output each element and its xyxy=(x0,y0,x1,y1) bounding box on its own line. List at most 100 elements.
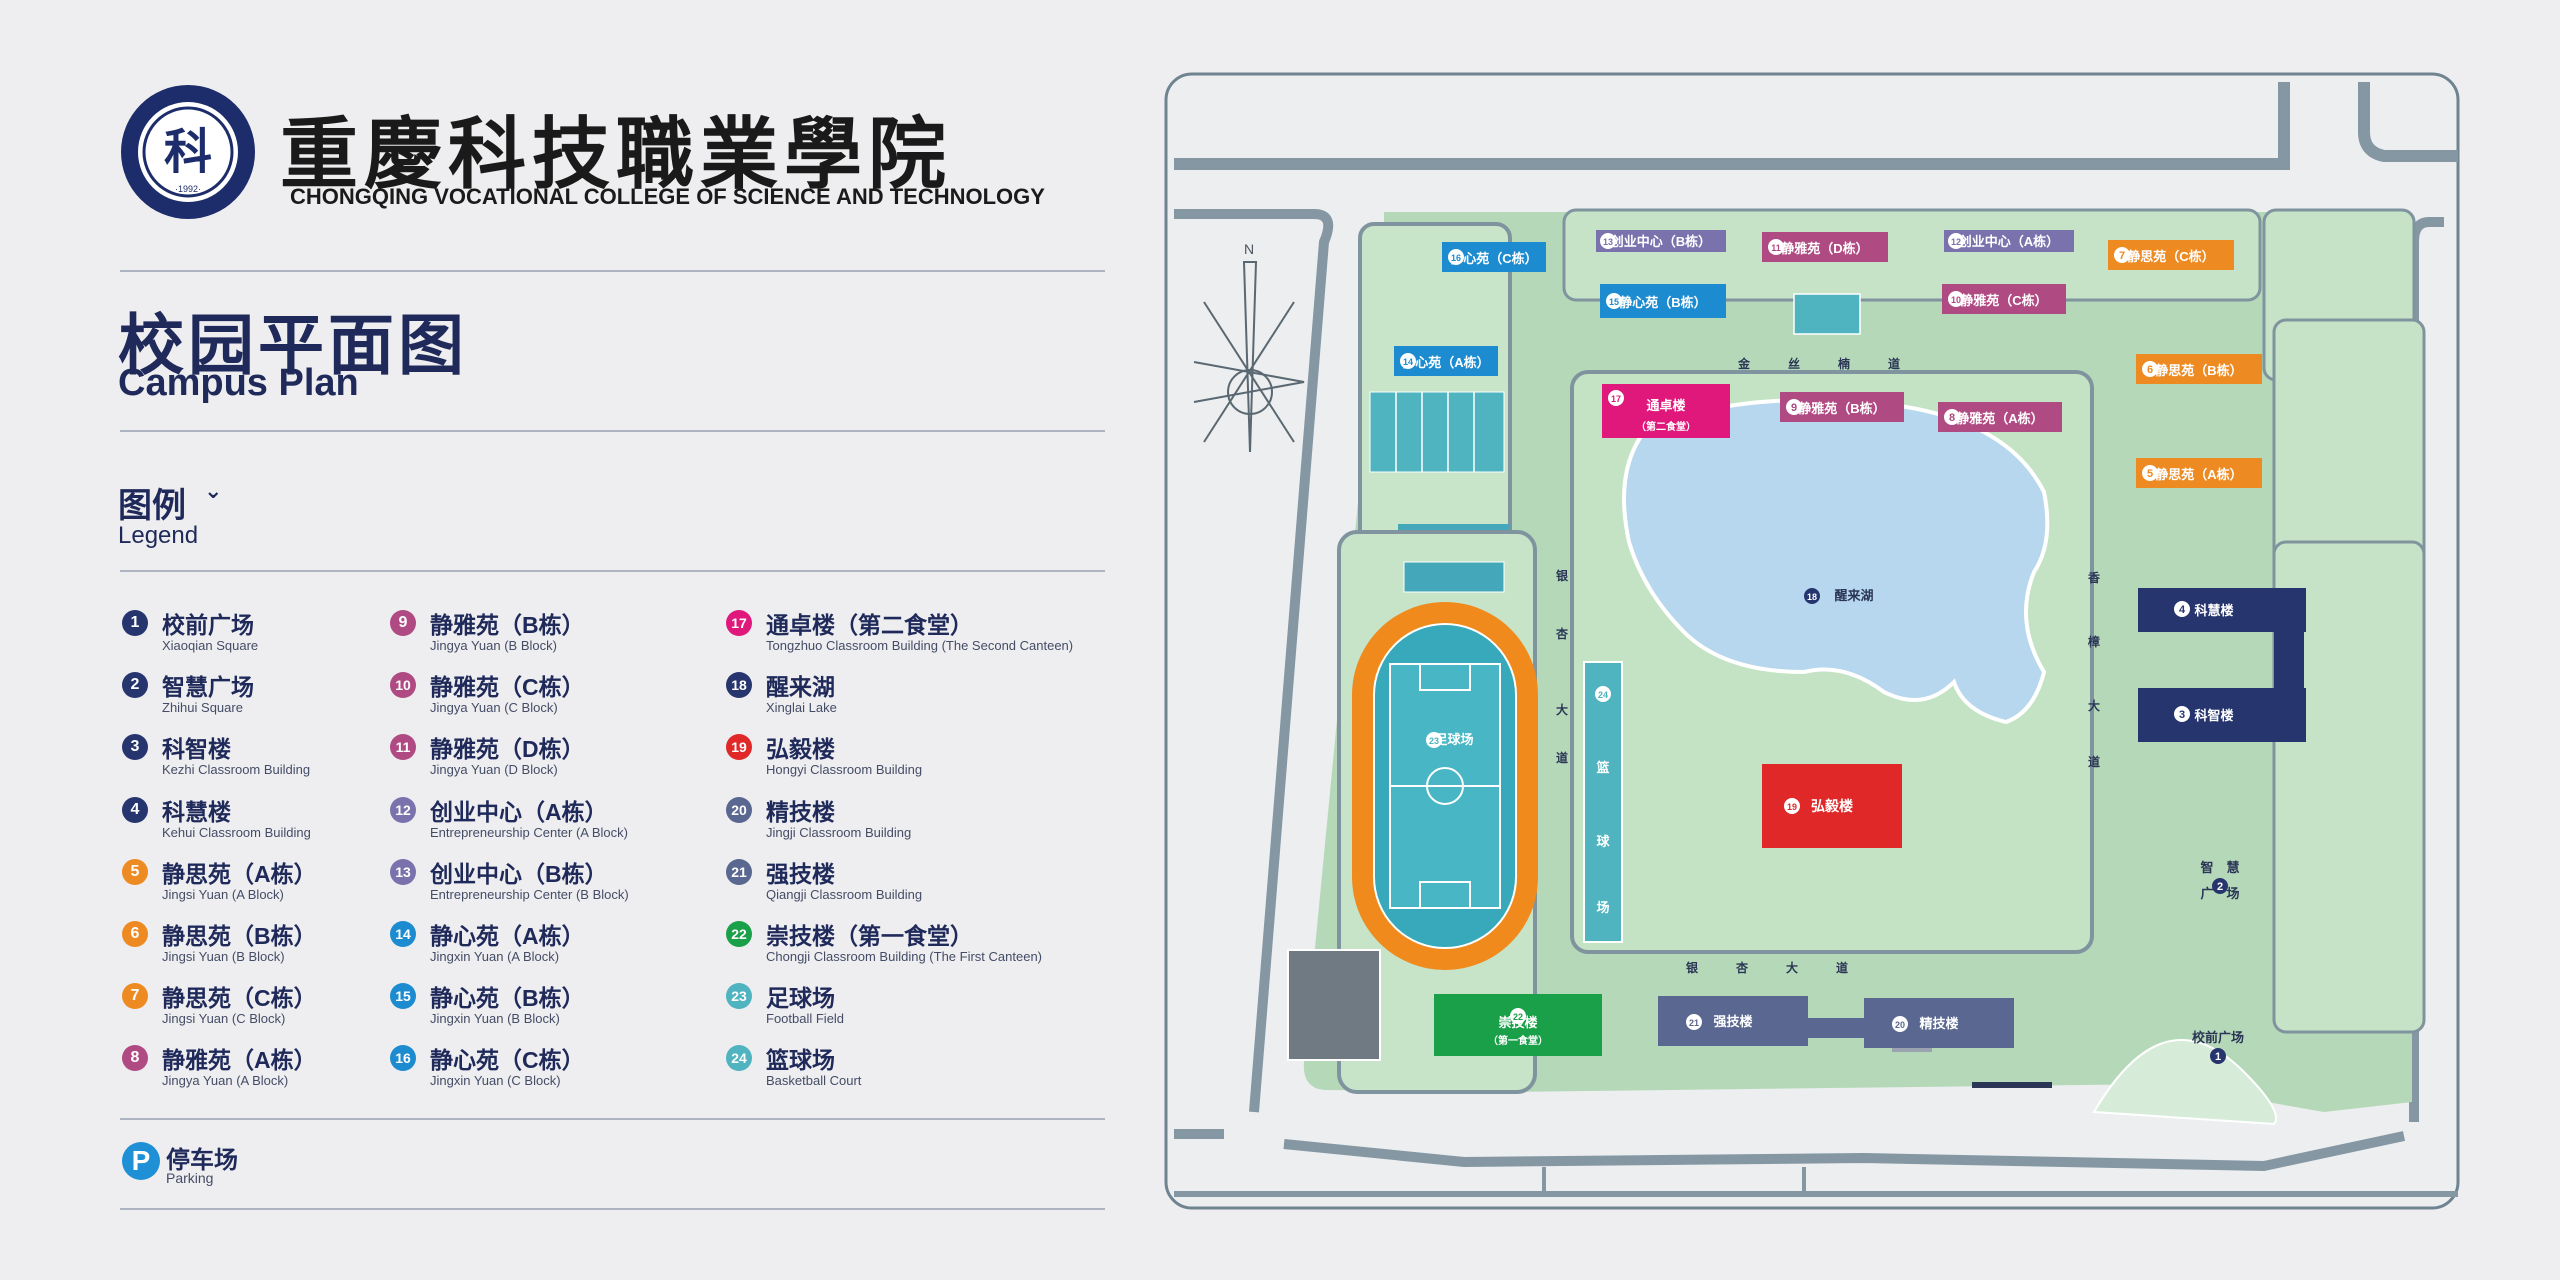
legend-label-en: Basketball Court xyxy=(766,1073,862,1088)
road-xiangzhang-1: 香 xyxy=(2087,570,2100,585)
legend-label-en: Zhihui Square xyxy=(162,700,243,715)
building-17-label: 通卓楼 xyxy=(1646,398,1685,413)
legend-label-cn: 静心苑（B栋） xyxy=(430,985,585,1011)
building-2-label-2: 慧 xyxy=(2226,860,2239,875)
map-marker-number-6: 6 xyxy=(2147,364,2153,376)
building-24-label-3: 场 xyxy=(1596,900,1609,915)
building-5-label: 静思苑（A栋） xyxy=(2155,467,2242,482)
map-marker-18 xyxy=(1804,588,1820,604)
map-marker-number-1: 1 xyxy=(2215,1051,2221,1063)
building-17-sublabel: （第二食堂） xyxy=(1636,420,1696,433)
legend-label-cn: 精技楼 xyxy=(766,799,835,825)
legend-number-badge: 13 xyxy=(390,859,416,885)
map-marker-8 xyxy=(1944,409,1960,425)
legend-number-badge: 11 xyxy=(390,734,416,760)
map-marker-23 xyxy=(1426,732,1442,748)
legend-label-cn: 醒来湖 xyxy=(766,674,835,700)
school-logo: 科 ·1992· xyxy=(121,85,255,219)
legend-number-badge: 7 xyxy=(122,983,148,1009)
map-marker-number-11: 11 xyxy=(1771,243,1781,253)
legend-number-badge: 16 xyxy=(390,1045,416,1071)
building-23-label: 足球场 xyxy=(1434,732,1473,747)
building-22-sublabel: （第一食堂） xyxy=(1488,1034,1548,1047)
map-marker-number-8: 8 xyxy=(1949,412,1955,424)
building-1-label: 校前广场 xyxy=(2192,1030,2244,1045)
legend-label-cn: 静心苑（A栋） xyxy=(430,923,585,949)
road-xiangzhang-4: 道 xyxy=(2088,754,2100,769)
legend-title-en: Legend xyxy=(118,522,199,549)
legend-number-badge: 17 xyxy=(726,610,752,636)
map-marker-11 xyxy=(1768,239,1784,255)
legend-number-badge: 10 xyxy=(390,672,416,698)
legend-label-cn: 静雅苑（A栋） xyxy=(162,1047,317,1073)
building-4-label: 科慧楼 xyxy=(2194,603,2233,618)
north-arrow-icon xyxy=(1193,261,1305,453)
legend-number-badge: 9 xyxy=(390,610,416,636)
legend-label-cn: 静雅苑（D栋） xyxy=(430,736,585,762)
parking-icon: P xyxy=(122,1142,160,1180)
legend-label-en: Jingya Yuan (C Block) xyxy=(430,700,558,715)
legend-number-badge: 12 xyxy=(390,797,416,823)
divider xyxy=(120,270,1105,272)
legend-label-en: Jingya Yuan (B Block) xyxy=(430,638,557,653)
legend-number-badge: 14 xyxy=(390,921,416,947)
legend-label-cn: 创业中心（A栋） xyxy=(430,799,608,825)
building-15-label: 静心苑（B栋） xyxy=(1619,295,1706,310)
map-marker-5 xyxy=(2142,465,2158,481)
road-yinxing-west-3: 大 xyxy=(1556,702,1568,717)
legend-number-badge: 5 xyxy=(122,859,148,885)
map-marker-number-9: 9 xyxy=(1791,402,1797,414)
map-marker-16 xyxy=(1448,249,1464,265)
map-marker-number-18: 18 xyxy=(1807,592,1817,602)
map-marker-20 xyxy=(1892,1016,1908,1032)
legend-label-cn: 科智楼 xyxy=(162,736,231,762)
road-xiangzhang-3: 大 xyxy=(2088,698,2100,713)
road-yinxing-4: 道 xyxy=(1836,960,1848,975)
road-yinxing-1: 银 xyxy=(1686,960,1699,975)
legend-label-en: Jingya Yuan (D Block) xyxy=(430,762,558,777)
legend-number-badge: 8 xyxy=(122,1045,148,1071)
building-8-label: 静雅苑（A栋） xyxy=(1956,411,2043,426)
map-marker-9 xyxy=(1786,399,1802,415)
building-13-label: 创业中心（B栋） xyxy=(1610,234,1711,249)
map-marker-19 xyxy=(1784,798,1800,814)
map-marker-number-24: 24 xyxy=(1598,690,1608,700)
map-marker-7 xyxy=(2114,247,2130,263)
building-16-label: 静心苑（C栋） xyxy=(1450,251,1537,266)
map-marker-12 xyxy=(1948,233,1964,249)
legend-number-badge: 6 xyxy=(122,921,148,947)
road-yinxing-west-1: 银 xyxy=(1556,568,1569,583)
legend-label-en: Jingsi Yuan (C Block) xyxy=(162,1011,286,1026)
legend-number-badge: 3 xyxy=(122,734,148,760)
building-24-label-1: 篮 xyxy=(1595,760,1609,775)
legend-label-en: Entrepreneurship Center (B Block) xyxy=(430,887,629,902)
road-jinsi-3: 楠 xyxy=(1838,356,1850,371)
building-2-label-4: 场 xyxy=(2226,886,2239,901)
legend-number-badge: 15 xyxy=(390,983,416,1009)
road-yinxing-west-2: 杏 xyxy=(1555,626,1568,641)
map-marker-6 xyxy=(2142,361,2158,377)
map-marker-2 xyxy=(2212,878,2228,894)
legend-label-en: Xinglai Lake xyxy=(766,700,837,715)
legend-label-cn: 静思苑（C栋） xyxy=(162,985,317,1011)
legend-label-en: Kehui Classroom Building xyxy=(162,825,311,840)
legend-number-badge: 2 xyxy=(122,672,148,698)
legend-label-en: Football Field xyxy=(766,1011,845,1026)
legend-number-badge: 4 xyxy=(122,797,148,823)
building-2-label-1: 智 xyxy=(2200,860,2213,875)
north-label: N xyxy=(1244,241,1254,257)
map-marker-number-3: 3 xyxy=(2179,709,2185,721)
legend-item-7: 7 静思苑（C栋）Jingsi Yuan (C Block) xyxy=(122,979,452,1035)
road-xiangzhang-2: 樟 xyxy=(2088,634,2100,649)
logo-year: ·1992· xyxy=(175,184,201,194)
